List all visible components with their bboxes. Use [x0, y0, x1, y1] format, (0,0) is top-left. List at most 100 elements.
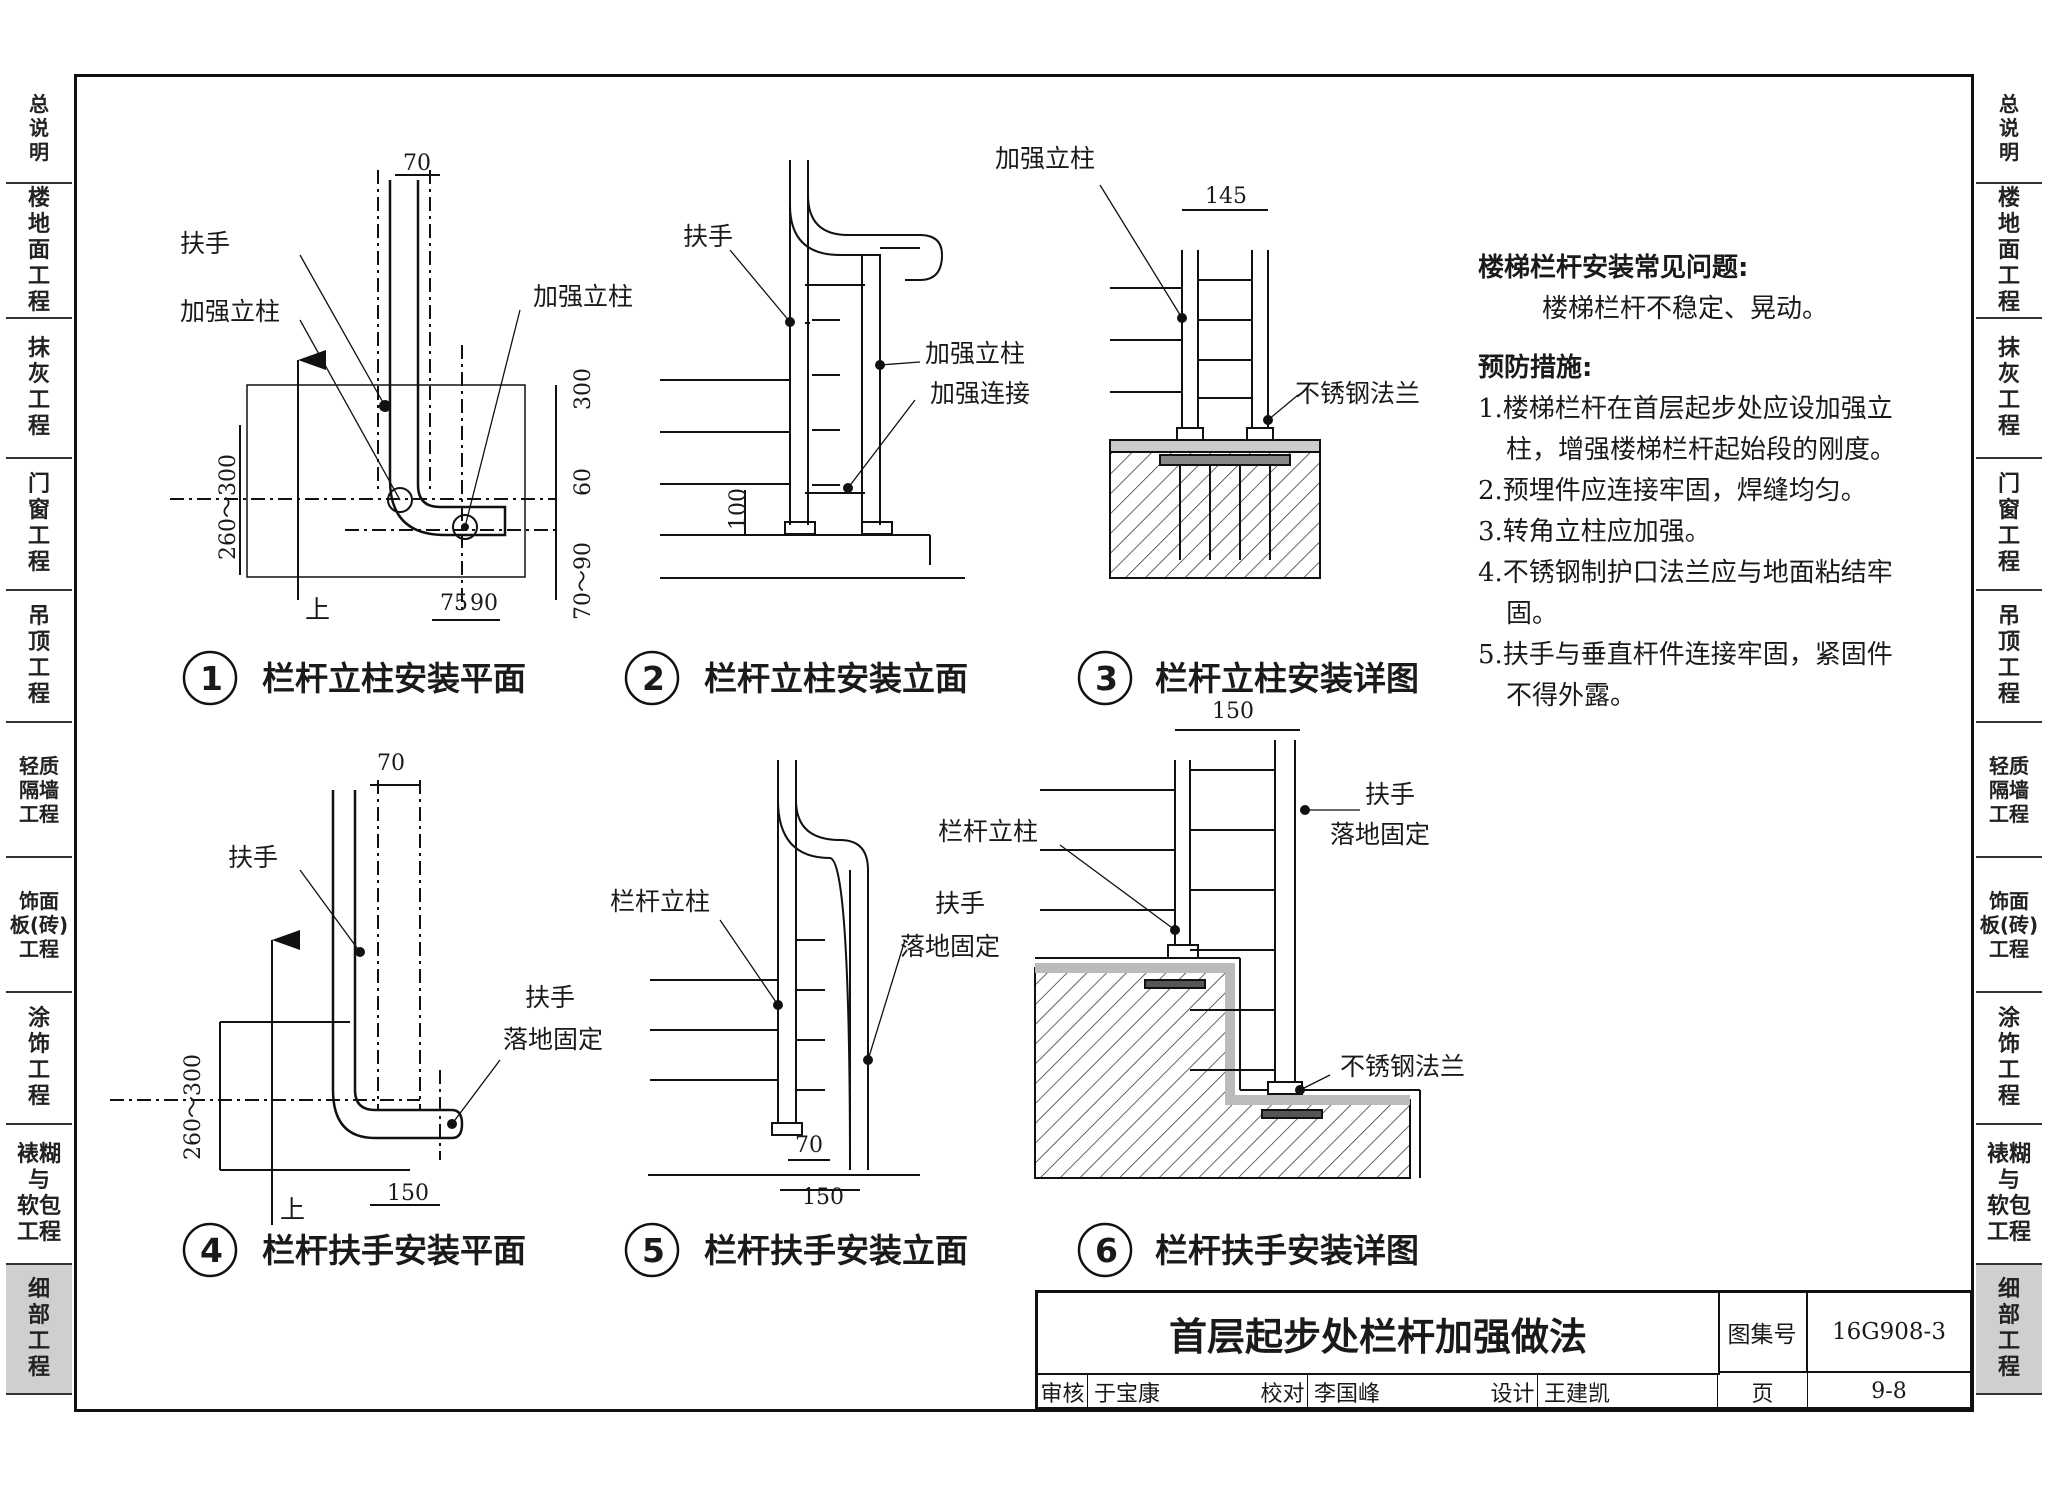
chapter-tab[interactable]: 楼 地 面 工 程 [1976, 184, 2042, 319]
svg-text:60: 60 [571, 468, 596, 496]
svg-text:150: 150 [1212, 699, 1254, 724]
chapter-tab[interactable]: 轻质 隔墙 工程 [1976, 723, 2042, 858]
svg-text:4: 4 [200, 1231, 223, 1270]
chapter-tab[interactable]: 门 窗 工 程 [1976, 459, 2042, 591]
figure-3-detail [1099, 184, 1321, 579]
chapter-tab[interactable]: 抹 灰 工 程 [1976, 319, 2042, 459]
svg-text:上: 上 [305, 595, 330, 624]
measure-item: 2.预埋件应连接牢固，焊缝均匀。 [1478, 476, 1867, 506]
page-number: 9-8 [1871, 1379, 1907, 1404]
measure-item: 1.楼梯栏杆在首层起步处应设加强立柱，增强楼梯栏杆起始段的刚度。 [1478, 394, 1897, 465]
checker-name: 李国峰 [1314, 1381, 1381, 1407]
svg-text:145: 145 [1205, 184, 1247, 209]
measure-item: 3.转角立柱应加强。 [1478, 517, 1711, 547]
figure-2-elevation [660, 160, 965, 579]
chapter-tab[interactable]: 细 部 工 程 [1976, 1265, 2042, 1395]
sheet-title: 首层起步处栏杆加强做法 [1038, 1293, 1720, 1375]
chapter-tab[interactable]: 楼 地 面 工 程 [6, 184, 72, 319]
chapter-tab[interactable]: 总 说 明 [1976, 74, 2042, 184]
svg-text:栏杆立柱安装平面: 栏杆立柱安装平面 [262, 659, 526, 698]
chapter-tab[interactable]: 饰面 板(砖) 工程 [6, 858, 72, 993]
svg-text:150: 150 [802, 1185, 844, 1210]
left-chapter-tabs: 总 说 明楼 地 面 工 程抹 灰 工 程门 窗 工 程吊 顶 工 程轻质 隔墙… [6, 74, 72, 1395]
chapter-tab[interactable]: 抹 灰 工 程 [6, 319, 72, 459]
svg-text:栏杆立柱安装详图: 栏杆立柱安装详图 [1155, 659, 1419, 698]
problem-text: 楼梯栏杆不稳定、晃动。 [1542, 294, 1829, 324]
reviewer-name: 于宝康 [1094, 1381, 1161, 1407]
svg-text:栏杆立柱: 栏杆立柱 [938, 817, 1038, 846]
svg-text:扶手: 扶手 [935, 889, 985, 918]
svg-text:1: 1 [200, 659, 223, 698]
svg-text:70: 70 [795, 1133, 823, 1158]
svg-text:70～90: 70～90 [571, 542, 596, 620]
check-label: 校对 [1258, 1373, 1308, 1410]
fig1-label-post: 加强立柱 [180, 297, 280, 326]
svg-text:75: 75 [440, 591, 468, 616]
designer-name: 王建凯 [1538, 1373, 1718, 1410]
svg-text:扶手: 扶手 [683, 222, 733, 251]
chapter-tab[interactable]: 轻质 隔墙 工程 [6, 723, 72, 858]
svg-text:栏杆扶手安装平面: 栏杆扶手安装平面 [262, 1231, 526, 1270]
figure-5-elevation [648, 760, 920, 1191]
atlas-label: 图集号 [1718, 1293, 1808, 1373]
review-label: 审核 [1038, 1373, 1088, 1410]
svg-text:不锈钢法兰: 不锈钢法兰 [1295, 379, 1420, 408]
svg-text:扶手: 扶手 [228, 843, 278, 872]
atlas-number: 16G908-3 [1808, 1293, 1970, 1373]
svg-text:扶手: 扶手 [1365, 780, 1415, 809]
chapter-tab[interactable]: 细 部 工 程 [6, 1265, 72, 1395]
figure-4-plan [110, 780, 501, 1225]
svg-text:不锈钢法兰: 不锈钢法兰 [1340, 1052, 1465, 1081]
svg-text:70: 70 [403, 151, 431, 176]
figure-6-detail [1034, 729, 1421, 1179]
svg-text:5: 5 [642, 1231, 665, 1270]
svg-text:落地固定: 落地固定 [1330, 820, 1430, 849]
page-label: 页 [1718, 1373, 1808, 1410]
measures-title: 预防措施: [1478, 353, 1593, 383]
measure-item: 5.扶手与垂直杆件连接牢固，紧固件不得外露。 [1478, 640, 1893, 711]
svg-text:扶手: 扶手 [525, 983, 575, 1012]
svg-text:栏杆扶手安装立面: 栏杆扶手安装立面 [704, 1231, 968, 1270]
notes-panel: 楼梯栏杆安装常见问题: 楼梯栏杆不稳定、晃动。 预防措施: 1.楼梯栏杆在首层起… [1478, 248, 1908, 717]
problem-title: 楼梯栏杆安装常见问题: [1478, 253, 1749, 283]
chapter-tab[interactable]: 涂 饰 工 程 [6, 993, 72, 1125]
svg-text:6: 6 [1095, 1231, 1118, 1270]
signature-row: 审核 于宝康 校对 李国峰 设计 王建凯 页 9-8 [1038, 1373, 1970, 1410]
chapter-tab[interactable]: 总 说 明 [6, 74, 72, 184]
svg-text:2: 2 [642, 659, 665, 698]
svg-text:加强连接: 加强连接 [930, 379, 1030, 408]
chapter-tab[interactable]: 裱糊 与 软包 工程 [1976, 1125, 2042, 1265]
svg-text:3: 3 [1095, 659, 1118, 698]
fig1-label-post-2: 加强立柱 [533, 282, 633, 311]
svg-text:栏杆立柱安装立面: 栏杆立柱安装立面 [704, 659, 968, 698]
svg-text:260～300: 260～300 [216, 454, 241, 560]
design-label: 设计 [1488, 1373, 1538, 1410]
svg-text:70: 70 [377, 751, 405, 776]
svg-text:上: 上 [280, 1195, 305, 1224]
chapter-tab[interactable]: 吊 顶 工 程 [1976, 591, 2042, 723]
figure-1-plan [170, 170, 557, 621]
svg-text:150: 150 [387, 1181, 429, 1206]
chapter-tab[interactable]: 裱糊 与 软包 工程 [6, 1125, 72, 1265]
svg-text:栏杆立柱: 栏杆立柱 [610, 887, 710, 916]
svg-text:100: 100 [726, 488, 751, 530]
drawing-frame [74, 74, 1974, 1412]
chapter-tab[interactable]: 涂 饰 工 程 [1976, 993, 2042, 1125]
svg-text:加强立柱: 加强立柱 [995, 144, 1095, 173]
svg-text:栏杆扶手安装详图: 栏杆扶手安装详图 [1155, 1231, 1419, 1270]
svg-text:260～300: 260～300 [181, 1054, 206, 1160]
svg-text:加强立柱: 加强立柱 [925, 339, 1025, 368]
svg-text:落地固定: 落地固定 [503, 1025, 603, 1054]
figure-captions: 1 栏杆立柱安装平面 2 栏杆立柱安装立面 3 栏杆立柱安装详图 4 栏杆扶手安… [182, 650, 1419, 1278]
title-block: 首层起步处栏杆加强做法 图集号 16G908-3 审核 于宝康 校对 李国峰 设… [1035, 1290, 1973, 1410]
svg-text:90: 90 [470, 591, 498, 616]
fig1-label-handrail: 扶手 [180, 229, 230, 258]
chapter-tab[interactable]: 饰面 板(砖) 工程 [1976, 858, 2042, 993]
right-chapter-tabs: 总 说 明楼 地 面 工 程抹 灰 工 程门 窗 工 程吊 顶 工 程轻质 隔墙… [1976, 74, 2042, 1395]
svg-text:300: 300 [571, 368, 596, 410]
measure-item: 4.不锈钢制护口法兰应与地面粘结牢固。 [1478, 558, 1893, 629]
chapter-tab[interactable]: 门 窗 工 程 [6, 459, 72, 591]
chapter-tab[interactable]: 吊 顶 工 程 [6, 591, 72, 723]
svg-text:落地固定: 落地固定 [900, 932, 1000, 961]
